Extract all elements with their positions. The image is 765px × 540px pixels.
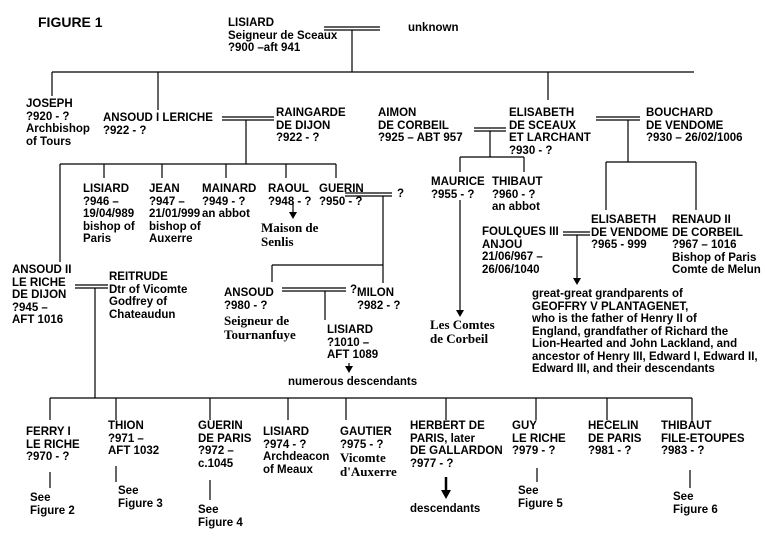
person-gautier: GAUTIER ?975 - ? bbox=[340, 426, 392, 451]
person-foulques-iii-anjou: FOULQUES III ANJOU 21/06/967 – 26/06/104… bbox=[482, 226, 559, 276]
person-hecelin-de-paris: HECELIN DE PARIS ?981 - ? bbox=[588, 420, 642, 457]
person-thibaut-file-etoupes: THIBAUT FILE-ETOUPES ?983 - ? bbox=[661, 420, 745, 457]
person-elisabeth-de-vendome: ELISABETH DE VENDOME ?965 - 999 bbox=[591, 214, 669, 251]
person-lisiard-1010: LISIARD ?1010 – AFT 1089 bbox=[327, 324, 379, 361]
person-mainard: MAINARD ?949 - ? an abbot bbox=[202, 183, 257, 220]
person-renaud-ii-de-corbeil: RENAUD II DE CORBEIL ?967 – 1016 Bishop … bbox=[672, 214, 761, 276]
person-thion: THION ?971 – AFT 1032 bbox=[108, 420, 160, 457]
title-seigneur-de-tournanfuye: Seigneur de Tournanfuye bbox=[224, 313, 296, 342]
spouse-unknown: unknown bbox=[408, 22, 459, 34]
person-milon: MILON ?982 - ? bbox=[357, 287, 401, 312]
title-vicomte-d-auxerre: Vicomte d'Auxerre bbox=[340, 450, 397, 479]
note-les-comtes-de-corbeil: Les Comtes de Corbeil bbox=[430, 317, 495, 346]
person-herbert-de-paris: HERBERT DE PARIS, later DE GALLARDON ?97… bbox=[410, 420, 503, 470]
note-see-figure-3: See Figure 3 bbox=[118, 485, 163, 510]
note-see-figure-2: See Figure 2 bbox=[30, 492, 75, 517]
person-guy-le-riche: GUY LE RICHE ?979 - ? bbox=[512, 420, 566, 457]
person-raoul: RAOUL ?948 - ? bbox=[268, 183, 312, 208]
person-bouchard-de-vendome: BOUCHARD DE VENDOME ?930 – 26/02/1006 bbox=[646, 107, 743, 144]
person-reitrude: REITRUDE Dtr of Vicomte Godfrey of Chate… bbox=[109, 271, 188, 321]
person-lisiard-archdeacon: LISIARD ?974 - ? Archdeacon of Meaux bbox=[263, 426, 330, 476]
spouse-ansoud-unknown: ? bbox=[350, 284, 358, 296]
person-raingarde-de-dijon: RAINGARDE DE DIJON ?922 - ? bbox=[276, 107, 346, 144]
spouse-guerin-unknown: ? bbox=[397, 188, 405, 200]
note-see-figure-4: See Figure 4 bbox=[198, 504, 243, 529]
person-thibaut-abbot: THIBAUT ?960 - ? an abbot bbox=[492, 176, 543, 213]
person-ferry-i-le-riche: FERRY I LE RICHE ?970 - ? bbox=[26, 426, 80, 463]
person-lisiard-bishop-of-paris: LISIARD ?946 – 19/04/989 bishop of Paris bbox=[83, 183, 135, 245]
person-ansoud-i-leriche: ANSOUD I LERICHE ?922 - ? bbox=[103, 112, 213, 137]
note-plantagenet-ancestry: great-great grandparents of GEOFFRY V PL… bbox=[532, 288, 758, 375]
person-guerin: GUERIN ?950 - ? bbox=[319, 183, 364, 208]
note-see-figure-6: See Figure 6 bbox=[673, 491, 718, 516]
person-ansoud-ii-le-riche: ANSOUD II LE RICHE DE DIJON ?945 – AFT 1… bbox=[12, 264, 72, 326]
note-see-figure-5: See Figure 5 bbox=[518, 485, 563, 510]
person-lisiard-seigneur-de-sceaux: LISIARD Seigneur de Sceaux ?900 –aft 941 bbox=[228, 17, 338, 54]
note-maison-de-senlis: Maison de Senlis bbox=[261, 220, 319, 249]
person-aimon-de-corbeil: AIMON DE CORBEIL ?925 – ABT 957 bbox=[378, 107, 463, 144]
person-maurice: MAURICE ?955 - ? bbox=[431, 176, 485, 201]
person-guerin-de-paris: GUERIN DE PARIS ?972 – c.1045 bbox=[198, 420, 252, 470]
note-numerous-descendants: numerous descendants bbox=[288, 376, 418, 388]
note-descendants: descendants bbox=[410, 503, 481, 515]
figure-title: FIGURE 1 bbox=[38, 14, 103, 30]
person-ansoud-seigneur-de-tournanfuye: ANSOUD ?980 - ? bbox=[224, 287, 274, 312]
person-joseph: JOSEPH ?920 - ? Archbishop of Tours bbox=[26, 98, 90, 148]
person-elisabeth-de-sceaux: ELISABETH DE SCEAUX ET LARCHANT ?930 - ? bbox=[509, 107, 591, 157]
person-jean: JEAN ?947 – 21/01/999 bishop of Auxerre bbox=[149, 183, 201, 245]
